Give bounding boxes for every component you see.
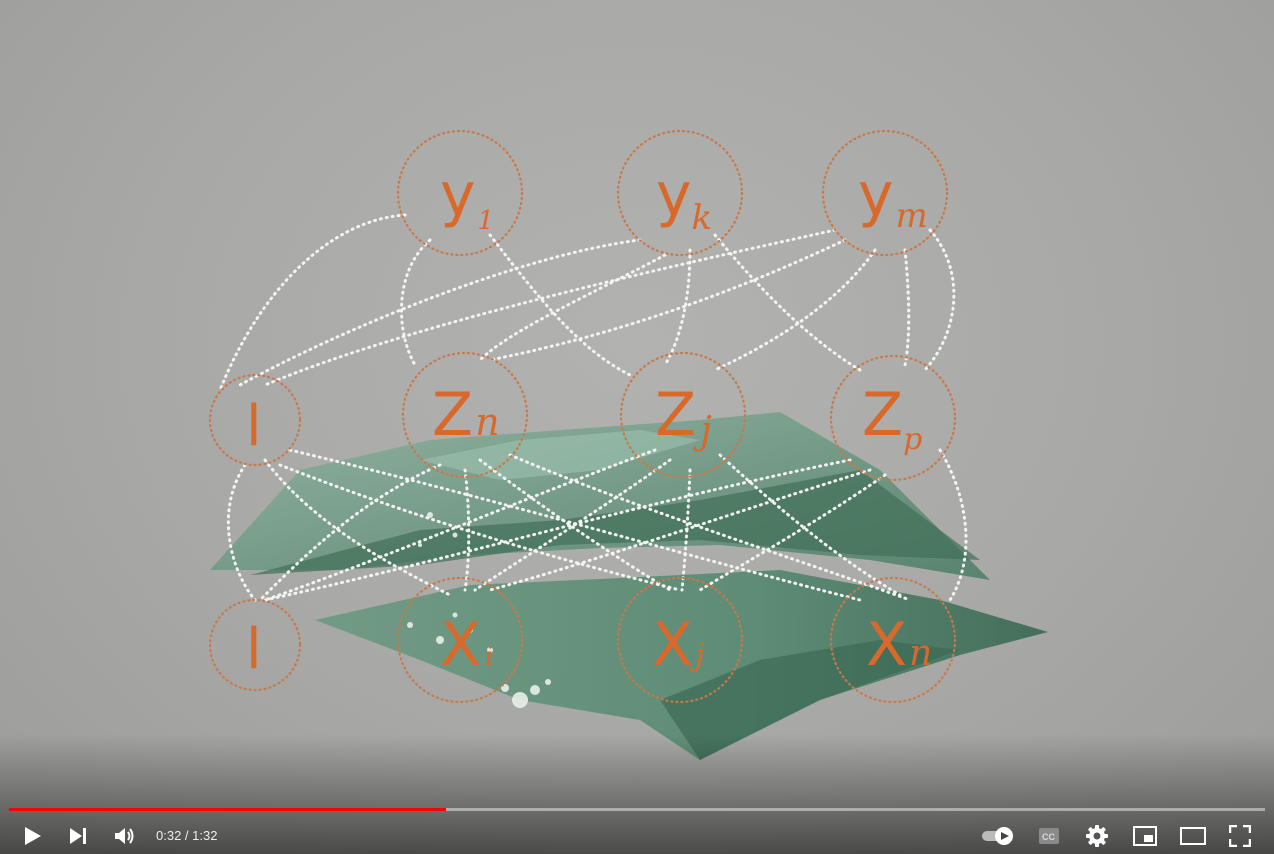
duration: 1:32 [192, 828, 218, 843]
next-button[interactable] [60, 818, 96, 854]
node-xn: Xn [866, 610, 932, 680]
fullscreen-icon [1229, 825, 1251, 847]
progress-bar[interactable] [9, 808, 1265, 811]
captions-button[interactable]: CC [1031, 818, 1067, 854]
captions-icon: CC [1039, 828, 1059, 844]
fullscreen-button[interactable] [1222, 818, 1258, 854]
control-bar: 0:32 / 1:32 CC [0, 816, 1274, 854]
terrain-surfaces [210, 412, 1048, 760]
diagram-nodes [208, 129, 957, 704]
node-l-middle: l [246, 394, 262, 459]
node-xj: Xj [652, 610, 704, 680]
settings-icon [1086, 825, 1108, 847]
miniplayer-icon [1133, 826, 1157, 846]
controls-gradient [0, 734, 1274, 854]
node-zp: Zp [862, 380, 922, 457]
connection-lines [218, 213, 968, 602]
svg-text:CC: CC [1042, 832, 1055, 842]
node-zn: Zn [432, 380, 500, 450]
volume-icon [115, 828, 134, 844]
play-button[interactable] [14, 818, 50, 854]
node-y1: y1 [440, 160, 494, 236]
mute-button[interactable] [107, 818, 143, 854]
next-icon [70, 828, 86, 844]
node-yk: yk [656, 160, 712, 238]
theater-mode-button[interactable] [1175, 818, 1211, 854]
current-time: 0:32 [156, 828, 182, 843]
progress-played [9, 808, 447, 811]
node-ym: ym [858, 160, 928, 236]
node-l-bottom: l [246, 617, 262, 682]
time-display: 0:32 / 1:32 [156, 828, 218, 843]
play-icon [25, 827, 41, 845]
autoplay-toggle[interactable] [980, 818, 1016, 854]
settings-button[interactable] [1079, 818, 1115, 854]
theater-mode-icon [1180, 827, 1206, 845]
autoplay-toggle-icon [982, 827, 1013, 845]
miniplayer-button[interactable] [1127, 818, 1163, 854]
